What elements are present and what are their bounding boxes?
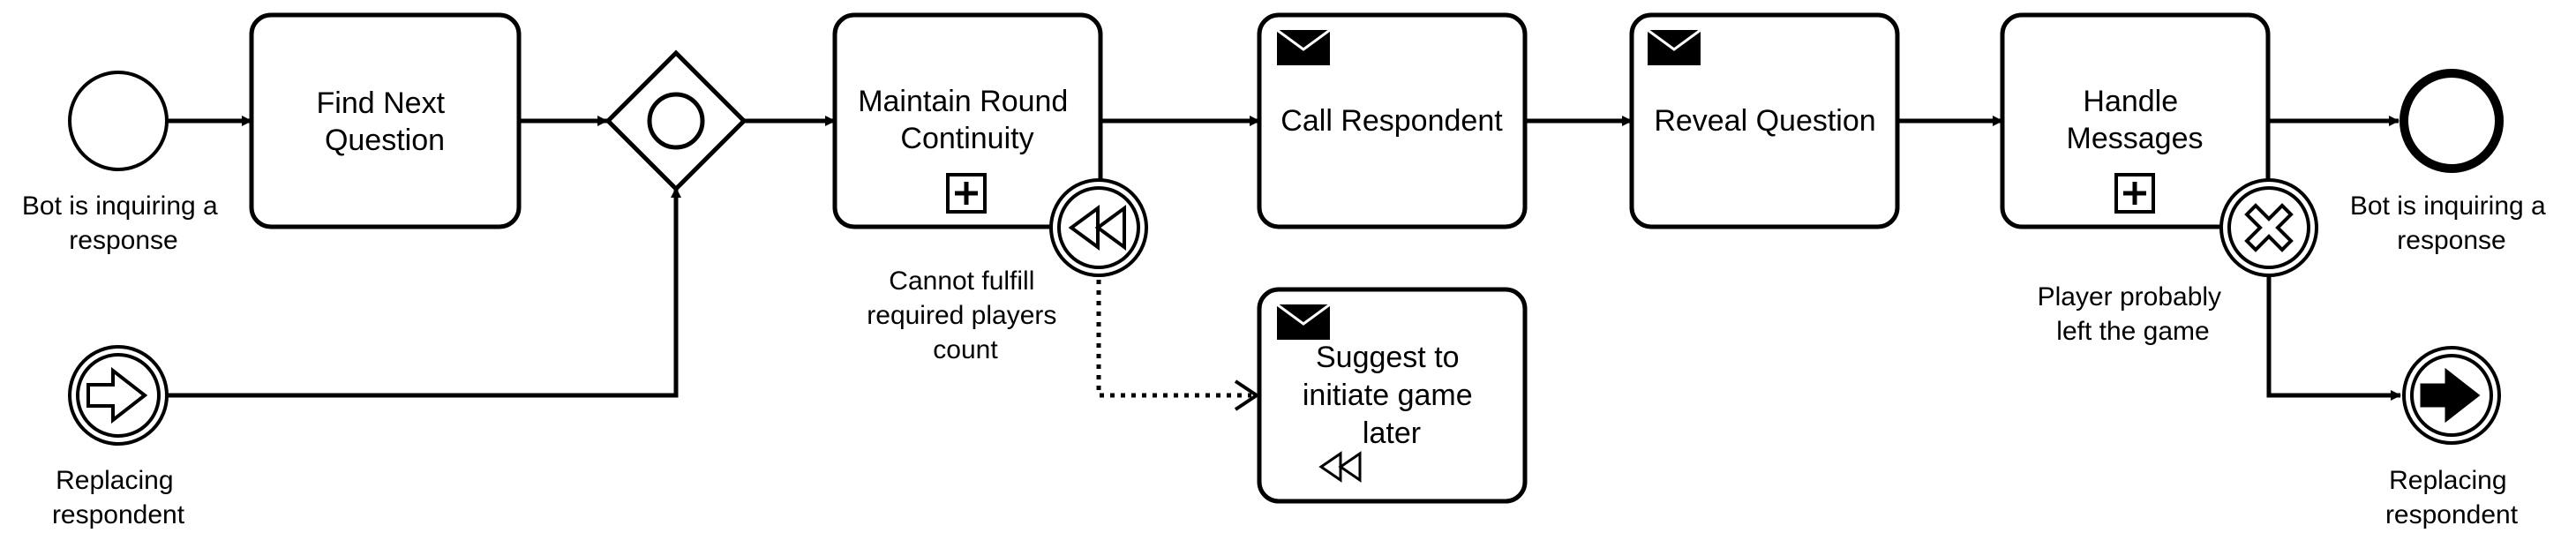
link-arrow-filled-icon: [2420, 367, 2481, 424]
replacing-start-label: Replacing respondent: [52, 466, 185, 529]
compensation-rewind-icon: [1068, 205, 1126, 251]
subprocess-handle-messages[interactable]: [2000, 12, 2271, 229]
flow-replacing-to-gateway[interactable]: [168, 187, 681, 398]
envelope-icon: [1647, 28, 1701, 65]
task-reveal-question[interactable]: [1629, 12, 1900, 229]
compensation-boundary-event[interactable]: [1049, 178, 1148, 277]
cancel-boundary-event[interactable]: [2219, 178, 2318, 277]
compensation-rewind-icon: [1318, 451, 1362, 483]
end-event-label: Bot is inquiring a response: [2350, 191, 2553, 255]
subprocess-maintain-round-continuity[interactable]: [832, 12, 1103, 229]
collapsed-subprocess-plus-icon: [2114, 173, 2155, 214]
replacing-start-event[interactable]: [68, 345, 169, 446]
replacing-end-event[interactable]: [2402, 346, 2501, 445]
task-suggest-later-label: Suggest to initiate game later: [1303, 341, 1481, 450]
task-call-respondent[interactable]: [1257, 12, 1528, 229]
flow-cancel-to-replacing-end[interactable]: [2266, 274, 2401, 401]
subprocess-maintain-label: Maintain Round Continuity: [858, 85, 1077, 155]
gateway[interactable]: [605, 49, 747, 192]
collapsed-subprocess-plus-icon: [946, 173, 987, 214]
replacing-end-label: Replacing respondent: [2385, 466, 2519, 529]
start-event[interactable]: [68, 71, 169, 171]
task-find-next-question-label: Find Next Question: [317, 86, 454, 157]
sequence-flows: [168, 116, 2401, 401]
envelope-icon: [1276, 303, 1331, 340]
event-based-gateway-icon: [647, 92, 705, 150]
start-event-label: Bot is inquiring a response: [22, 191, 225, 255]
task-reveal-question-label: Reveal Question: [1654, 104, 1875, 138]
compensation-boundary-label: Cannot fulfill required players count: [867, 266, 1063, 364]
envelope-icon: [1276, 28, 1331, 65]
compensation-association[interactable]: [1096, 269, 1260, 411]
end-event[interactable]: [2400, 69, 2504, 173]
task-find-next-question[interactable]: [249, 12, 522, 229]
task-call-respondent-label: Call Respondent: [1280, 104, 1503, 138]
cancel-boundary-label: Player probably left the game: [2038, 282, 2229, 346]
link-arrow-outline-icon: [86, 366, 148, 424]
task-suggest-later[interactable]: [1257, 287, 1528, 504]
subprocess-handle-messages-label: Handle Messages: [2067, 85, 2204, 155]
cancel-x-icon: [2244, 203, 2294, 252]
